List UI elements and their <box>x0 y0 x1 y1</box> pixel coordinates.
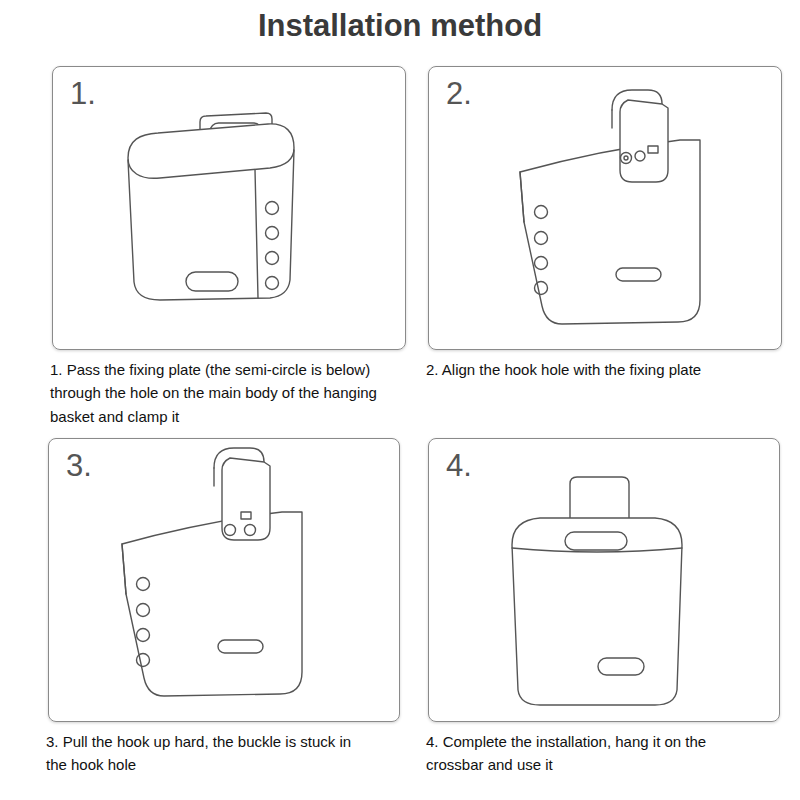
panel-frame <box>428 438 780 722</box>
step-caption: 2. Align the hook hole with the fixing p… <box>426 358 786 381</box>
panel-frame <box>48 438 400 722</box>
basket-front-view <box>512 477 682 705</box>
step-panel: 1.1. Pass the fixing plate (the semi-cir… <box>52 66 406 350</box>
step-caption: 3. Pull the hook up hard, the buckle is … <box>46 730 356 777</box>
step-panel: 4.4. Complete the installation, hang it … <box>428 438 780 722</box>
step-panel: 2.2. Align the hook hole with the fixing… <box>428 66 782 350</box>
panel-frame <box>428 66 782 350</box>
basket-side-view <box>122 448 302 696</box>
step-caption: 4. Complete the installation, hang it on… <box>426 730 766 777</box>
step-number: 3. <box>66 448 92 484</box>
basket-side-view <box>520 90 700 324</box>
step-panel: 3.3. Pull the hook up hard, the buckle i… <box>48 438 400 722</box>
step-number: 2. <box>446 76 472 112</box>
page-title: Installation method <box>0 8 800 44</box>
panel-frame <box>52 66 406 350</box>
step-number: 1. <box>70 76 96 112</box>
step-caption: 1. Pass the fixing plate (the semi-circl… <box>50 358 422 428</box>
step-number: 4. <box>446 448 472 484</box>
basket-perspective <box>128 113 294 300</box>
